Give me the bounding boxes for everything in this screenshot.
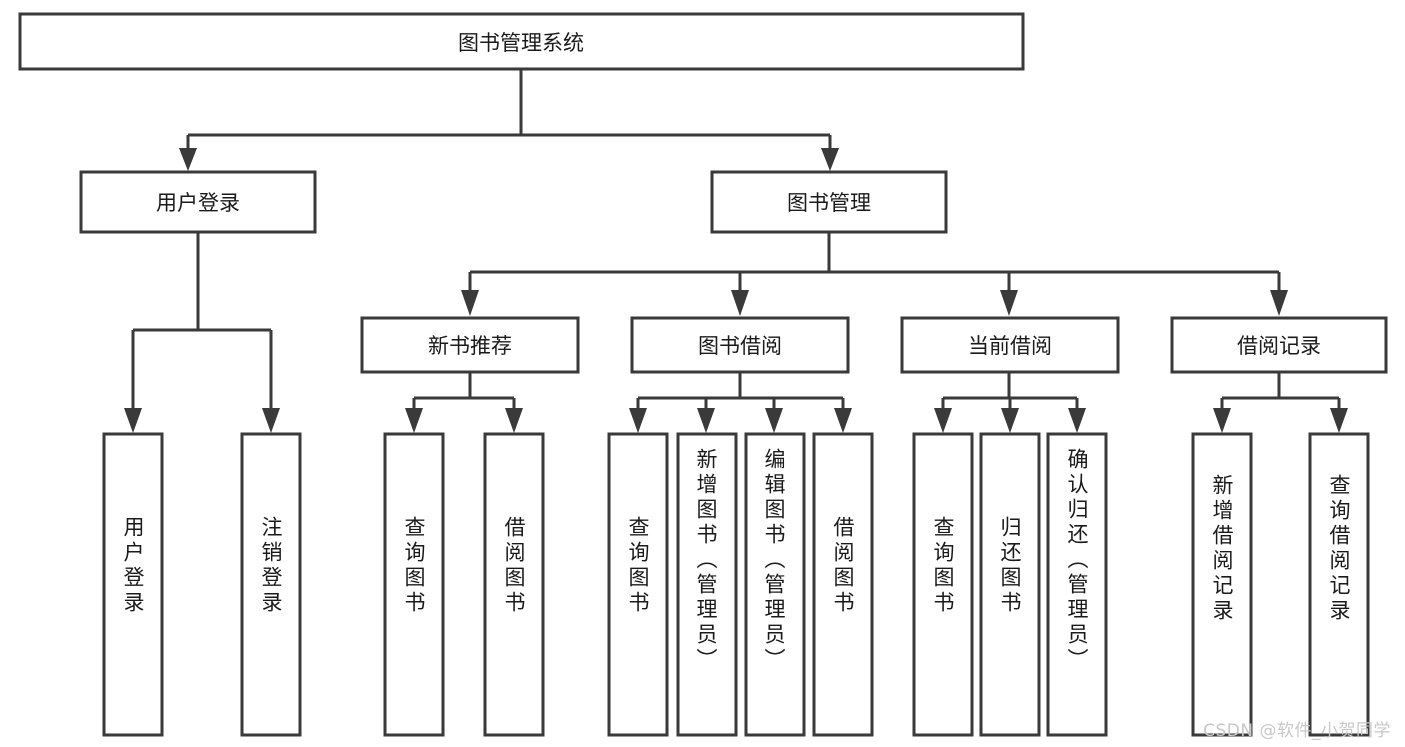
leaf-book-borrow-borrow-label: 借阅图书	[831, 516, 855, 616]
leaf-record-add[interactable]: 新增借阅记录	[1191, 432, 1253, 737]
leaf-new-book-borrow[interactable]: 借阅图书	[483, 432, 545, 737]
arrow-head-leaf-book-borrow-1	[629, 408, 647, 433]
leaf-current-borrow-query[interactable]: 查询图书	[912, 432, 974, 737]
node-new-book-recommend[interactable]: 新书推荐	[360, 316, 580, 374]
arrow-head-book-mgmt	[821, 148, 839, 171]
leaf-new-book-query-box[interactable]	[383, 432, 445, 737]
arrow-head-leaf-borrow-record-2	[1330, 408, 1348, 433]
leaf-new-book-borrow-box[interactable]	[483, 432, 545, 737]
leaf-current-borrow-confirm-label: 确认归还（管理员）	[1065, 448, 1089, 673]
arrow-head-leaf-current-borrow-1	[934, 408, 952, 433]
leaf-new-book-query[interactable]: 查询图书	[383, 432, 445, 737]
arrow-head-book-borrow	[731, 290, 749, 316]
arrow-head-leaf-user-login-1	[124, 408, 142, 433]
node-book-borrow-box[interactable]	[630, 316, 850, 374]
node-book-management-label: 图书管理	[787, 191, 871, 215]
leaf-user-login-login-box[interactable]	[102, 432, 164, 737]
leaf-current-borrow-return-box[interactable]	[979, 432, 1041, 737]
node-current-borrow-box[interactable]	[900, 316, 1120, 374]
leaf-record-query-label: 查询借阅记录	[1327, 474, 1351, 624]
leaf-current-borrow-query-box[interactable]	[912, 432, 974, 737]
node-book-management-box[interactable]	[710, 170, 948, 234]
leaf-user-login-login[interactable]: 用户登录	[102, 432, 164, 737]
node-root[interactable]: 图书管理系统	[18, 12, 1025, 71]
node-current-borrow[interactable]: 当前借阅	[900, 316, 1120, 374]
arrow-head-new-book	[461, 290, 479, 316]
arrow-head-borrow-record	[1270, 290, 1288, 316]
leaf-book-borrow-add-label: 新增图书（管理员）	[694, 448, 718, 673]
leaf-new-book-borrow-label: 借阅图书	[502, 516, 526, 616]
leaf-record-add-box[interactable]	[1191, 432, 1253, 737]
leaf-book-borrow-edit-box[interactable]	[744, 432, 806, 737]
leaf-book-borrow-query[interactable]: 查询图书	[607, 432, 669, 737]
node-borrow-record-label: 借阅记录	[1237, 334, 1321, 358]
arrow-head-leaf-book-borrow-2	[697, 408, 715, 433]
leaf-book-borrow-add-box[interactable]	[676, 432, 738, 737]
leaf-user-login-logout-label: 注销登录	[259, 516, 283, 616]
leaf-current-borrow-query-label: 查询图书	[931, 516, 955, 616]
node-user-login-label: 用户登录	[156, 191, 240, 215]
arrow-head-current-borrow	[1000, 290, 1018, 316]
arrow-head-leaf-book-borrow-3	[765, 408, 783, 433]
leaf-book-borrow-edit-label: 编辑图书（管理员）	[762, 448, 786, 673]
node-borrow-record-box[interactable]	[1170, 316, 1388, 374]
node-new-book-recommend-label: 新书推荐	[428, 334, 512, 358]
leaf-book-borrow-query-box[interactable]	[607, 432, 669, 737]
node-book-borrow[interactable]: 图书借阅	[630, 316, 850, 374]
arrow-head-leaf-new-book-1	[405, 408, 423, 433]
leaf-current-borrow-confirm-box[interactable]	[1046, 432, 1108, 737]
leaf-user-login-logout-box[interactable]	[240, 432, 302, 737]
leaf-book-borrow-edit[interactable]: 编辑图书（管理员）	[744, 432, 806, 737]
leaf-new-book-query-label: 查询图书	[402, 516, 426, 616]
leaf-book-borrow-query-label: 查询图书	[626, 516, 650, 616]
node-user-login[interactable]: 用户登录	[79, 170, 317, 234]
arrow-head-leaf-new-book-2	[505, 408, 523, 433]
node-new-book-recommend-box[interactable]	[360, 316, 580, 374]
arrow-head-leaf-user-login-2	[262, 408, 280, 433]
connector-layer	[124, 69, 1348, 433]
leaf-user-login-logout[interactable]: 注销登录	[240, 432, 302, 737]
arrow-head-leaf-book-borrow-4	[834, 408, 852, 433]
leaf-record-add-label: 新增借阅记录	[1210, 474, 1234, 624]
node-root-box[interactable]	[18, 12, 1025, 71]
arrow-head-user-login	[179, 148, 197, 171]
leaf-book-borrow-borrow-box[interactable]	[812, 432, 874, 737]
leaf-current-borrow-return[interactable]: 归还图书	[979, 432, 1041, 737]
arrow-head-leaf-current-borrow-2	[1001, 408, 1019, 433]
arrow-head-leaf-borrow-record-1	[1213, 408, 1231, 433]
arrow-head-leaf-current-borrow-3	[1068, 408, 1086, 433]
leaf-book-borrow-borrow[interactable]: 借阅图书	[812, 432, 874, 737]
leaf-current-borrow-confirm[interactable]: 确认归还（管理员）	[1046, 432, 1108, 737]
node-borrow-record[interactable]: 借阅记录	[1170, 316, 1388, 374]
leaf-record-query[interactable]: 查询借阅记录	[1308, 432, 1370, 737]
leaf-book-borrow-add[interactable]: 新增图书（管理员）	[676, 432, 738, 737]
node-root-label: 图书管理系统	[458, 31, 584, 55]
csdn-watermark: CSDN @软件_小贺同学	[1203, 721, 1391, 741]
leaf-current-borrow-return-label: 归还图书	[998, 516, 1022, 616]
leaf-user-login-login-label: 用户登录	[121, 516, 145, 616]
node-book-management[interactable]: 图书管理	[710, 170, 948, 234]
node-current-borrow-label: 当前借阅	[968, 334, 1052, 358]
leaf-record-query-box[interactable]	[1308, 432, 1370, 737]
node-book-borrow-label: 图书借阅	[698, 334, 782, 358]
node-user-login-box[interactable]	[79, 170, 317, 234]
